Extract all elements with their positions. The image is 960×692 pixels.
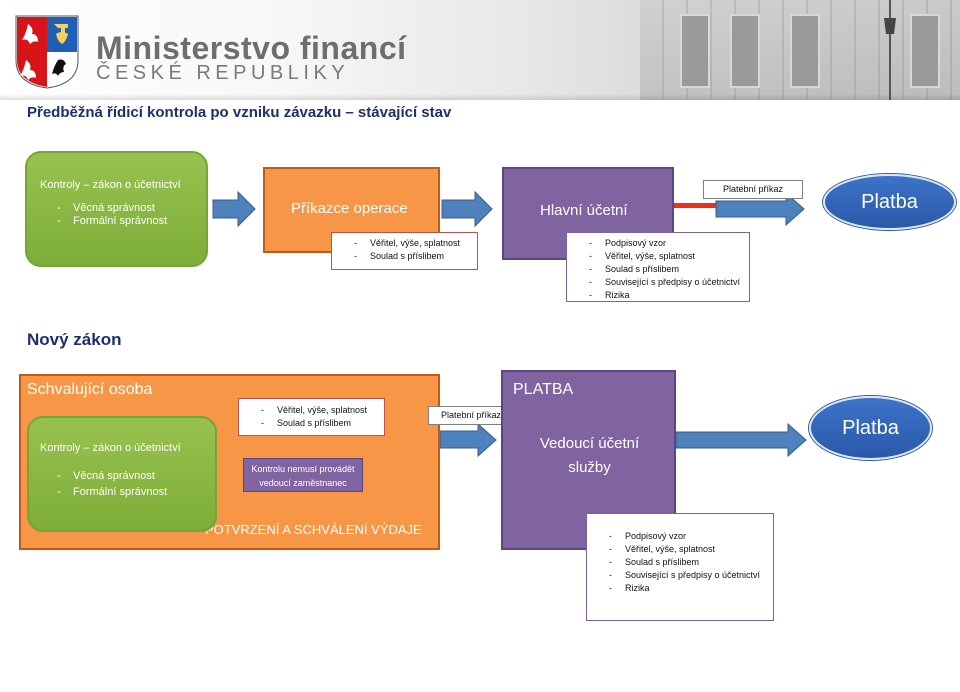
list-item: Věcná správnost — [57, 202, 167, 215]
s1-controls-list: Věcná správnost Formální správnost — [57, 202, 167, 228]
list-item: Věřitel, výše, splatnost — [589, 250, 749, 263]
ministry-name-line1: Ministerstvo financí — [96, 30, 407, 66]
arrow-orange-to-purple — [441, 190, 493, 228]
section2-title: Nový zákon — [27, 330, 122, 349]
list-item: Podpisový vzor — [609, 530, 773, 543]
s1-payment-order-label: Platební příkaz — [703, 180, 803, 199]
list-item: Podpisový vzor — [589, 237, 749, 250]
list-item: Věřitel, výše, splatnost — [261, 404, 384, 417]
s2-purple-notes: Podpisový vzor Věřitel, výše, splatnost … — [586, 513, 774, 621]
list-item: Věřitel, výše, splatnost — [354, 237, 477, 250]
s2-notes: Věřitel, výše, splatnost Soulad s přísli… — [238, 398, 385, 436]
s2-controls-list: Věcná správnost Formální správnost — [57, 468, 167, 500]
building-window — [680, 14, 710, 88]
s1-orange-notes: Věřitel, výše, splatnost Soulad s přísli… — [331, 232, 478, 270]
s1-purple-label: Hlavní účetní — [540, 202, 628, 219]
s1-purple-notes: Podpisový vzor Věřitel, výše, splatnost … — [566, 232, 750, 302]
arrow-orange-to-purple-2 — [439, 422, 497, 458]
s1-controls-box: Kontroly – zákon o účetnictví Věcná sprá… — [25, 151, 208, 267]
building-window — [730, 14, 760, 88]
building-window — [910, 14, 940, 88]
list-item: Formální správnost — [57, 215, 167, 228]
arrow-green-to-orange — [212, 190, 256, 228]
list-item: Formální správnost — [57, 484, 167, 500]
s1-controls-heading: Kontroly – zákon o účetnictví — [40, 179, 181, 191]
list-item: Soulad s příslibem — [589, 263, 749, 276]
s2-note2: Kontrolu nemusí provádět vedoucí zaměstn… — [243, 458, 363, 492]
list-item: Rizika — [609, 582, 773, 595]
s1-orange-label: Příkazce operace — [291, 200, 408, 217]
arrow-purple-to-payment — [715, 191, 805, 227]
list-item: Soulad s příslibem — [261, 417, 384, 430]
s2-payment-order-label: Platební příkaz — [428, 406, 514, 425]
building-window — [790, 14, 820, 88]
list-item: Související s předpisy o účetnictví — [589, 276, 749, 289]
s2-orange-heading: Schvalující osoba — [27, 381, 153, 398]
s2-purple-label: Vedoucí účetní služby — [539, 435, 640, 476]
list-item: Soulad s příslibem — [354, 250, 477, 263]
s1-payment-ellipse: Platba — [823, 174, 956, 230]
ministry-name-line2: ČESKÉ REPUBLIKY — [96, 62, 350, 84]
s2-controls-heading: Kontroly – zákon o účetnictví — [40, 442, 181, 454]
section1-title: Předběžná řídicí kontrola po vzniku záva… — [27, 104, 452, 121]
s2-purple-heading: PLATBA — [513, 381, 574, 398]
list-item: Věcná správnost — [57, 468, 167, 484]
list-item: Související s předpisy o účetnictví — [609, 569, 773, 582]
arrow-purple-to-payment-2 — [675, 422, 807, 458]
s2-controls-box: Kontroly – zákon o účetnictví Věcná sprá… — [27, 416, 217, 532]
street-lamp-icon — [884, 0, 896, 100]
list-item: Rizika — [589, 289, 749, 302]
list-item: Věřitel, výše, splatnost — [609, 543, 773, 556]
red-connector — [674, 203, 716, 208]
list-item: Soulad s příslibem — [609, 556, 773, 569]
s2-payment-ellipse: Platba — [809, 396, 932, 460]
coat-of-arms-icon — [15, 15, 79, 89]
s2-orange-footer: POTVRZENÍ A SCHVÁLENÍ VÝDAJE — [205, 522, 422, 537]
header-banner — [0, 0, 960, 100]
